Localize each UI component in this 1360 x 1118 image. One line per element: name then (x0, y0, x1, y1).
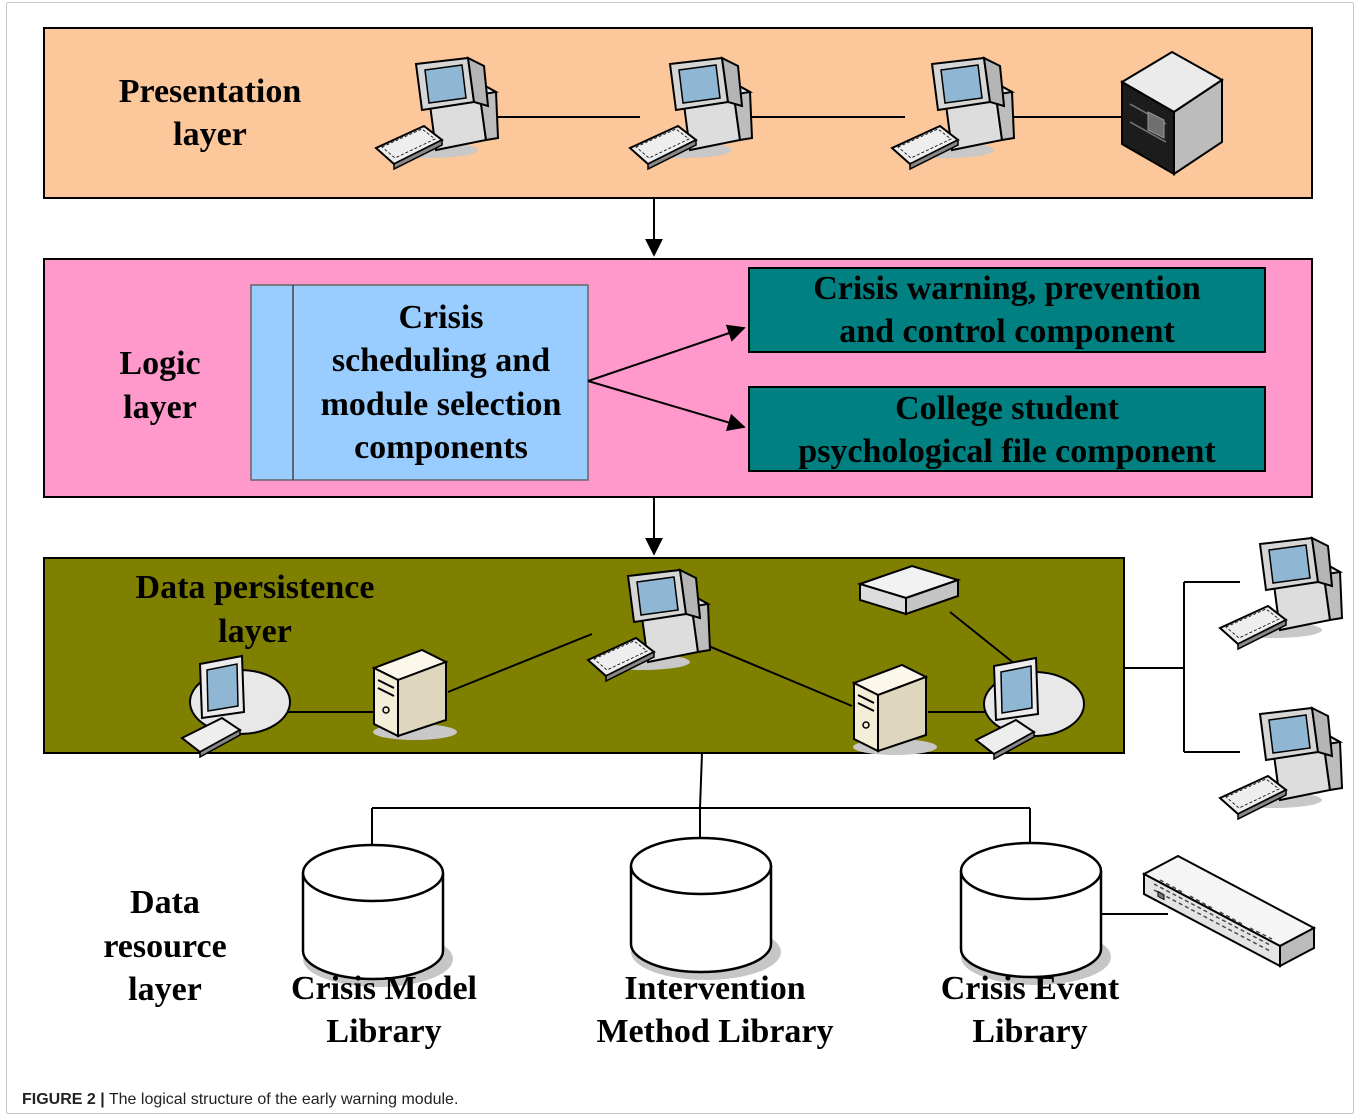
data-resource-layer-line-1: Data (130, 884, 200, 921)
workstation-icon (1219, 707, 1343, 820)
figure-caption-text: The logical structure of the early warni… (104, 1091, 459, 1108)
logic-layer: Logic layer Crisis scheduling and module… (43, 258, 1313, 498)
tower-server-icon (852, 664, 938, 756)
library-1-line-2: Library (326, 1013, 441, 1050)
data-resource-layer-line-2: resource (103, 928, 226, 965)
figure-caption: FIGURE 2 | The logical structure of the … (22, 1091, 458, 1109)
figure-caption-label: FIGURE 2 | (22, 1091, 105, 1108)
database-icon (629, 836, 783, 982)
database-icon (959, 841, 1113, 987)
scheduling-line-1: Crisis (399, 299, 484, 336)
presentation-layer-title: Presentation (119, 73, 302, 110)
psych-file-line-1: College student (895, 390, 1120, 427)
library-3-line-2: Library (972, 1013, 1087, 1050)
scheduling-line-2: scheduling and (332, 342, 550, 379)
workstation-icon (1219, 537, 1343, 650)
scheduling-line-4: components (354, 429, 528, 466)
data-resource-layer-line-3: layer (128, 971, 202, 1008)
library-2-line-2: Method Library (596, 1013, 833, 1050)
scheduling-component: Crisis scheduling and module selection c… (250, 284, 589, 481)
psych-file-line-2: psychological file component (798, 433, 1216, 470)
warning-line-1: Crisis warning, prevention (813, 270, 1201, 307)
external-workstations (1124, 537, 1343, 820)
connector (699, 752, 703, 809)
presentation-layer: Presentation layer (43, 27, 1313, 199)
database-icon (301, 843, 455, 989)
library-2-line-1: Intervention (624, 970, 805, 1007)
data-resource-layer: Data resource layer Crisis Model Library… (103, 752, 1315, 1050)
scheduling-line-3: module selection (321, 386, 562, 423)
presentation-layer-box (43, 27, 1313, 199)
flow-arrow (587, 324, 746, 382)
warning-line-2: and control component (839, 313, 1175, 350)
logic-layer-title: Logic (119, 345, 200, 382)
tower-server-icon (372, 649, 458, 741)
figure-frame (6, 2, 1354, 1114)
library-1-line-1: Crisis Model (291, 970, 477, 1007)
connector (447, 633, 593, 693)
connector (949, 611, 1021, 669)
psych-file-component: College student psychological file compo… (748, 386, 1266, 472)
library-3-line-1: Crisis Event (941, 970, 1120, 1007)
presentation-layer-subtitle: layer (173, 116, 247, 153)
data-persistence-layer-subtitle: layer (218, 613, 292, 650)
flow-arrow (587, 380, 746, 432)
network-switch-icon (1143, 855, 1315, 967)
data-persistence-layer: Data persistence layer (43, 557, 1125, 760)
logic-layer-subtitle: layer (123, 389, 197, 426)
warning-component: Crisis warning, prevention and control c… (748, 267, 1266, 353)
data-persistence-layer-title: Data persistence (136, 569, 375, 606)
